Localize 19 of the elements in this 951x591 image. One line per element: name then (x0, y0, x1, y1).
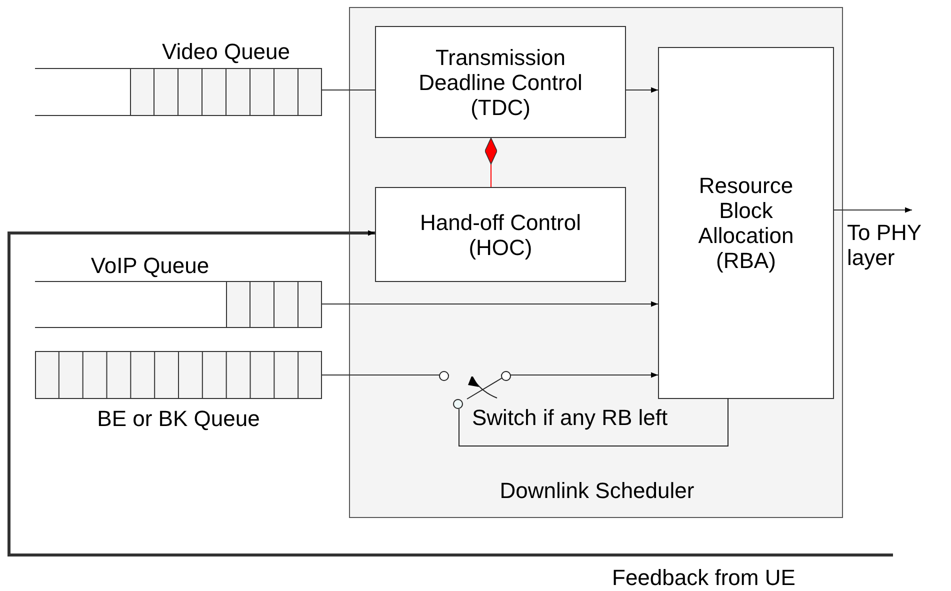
queue-label: Video Queue (160, 39, 292, 64)
box-label: Hand-off Control (HOC) (418, 210, 582, 260)
box-label: Resource Block Allocation (RBA) (697, 173, 795, 273)
group-label: Downlink Scheduler (498, 478, 696, 503)
box-label: Transmission Deadline Control (TDC) (418, 44, 584, 120)
arrow (8, 230, 893, 556)
note-text: Switch if any RB left (472, 405, 669, 430)
scheduler-box (349, 7, 843, 518)
process-box (375, 187, 626, 282)
arrow (626, 87, 658, 93)
arrow (322, 301, 658, 307)
edge-label: To PHY layer (847, 220, 922, 270)
queue-label: BE or BK Queue (96, 406, 261, 431)
process-box (375, 26, 626, 138)
connector-line (484, 138, 498, 188)
arrow (834, 207, 912, 213)
process-box (658, 47, 834, 399)
edge-label: Feedback from UE (612, 565, 796, 590)
queue-label: VoIP Queue (90, 253, 210, 278)
